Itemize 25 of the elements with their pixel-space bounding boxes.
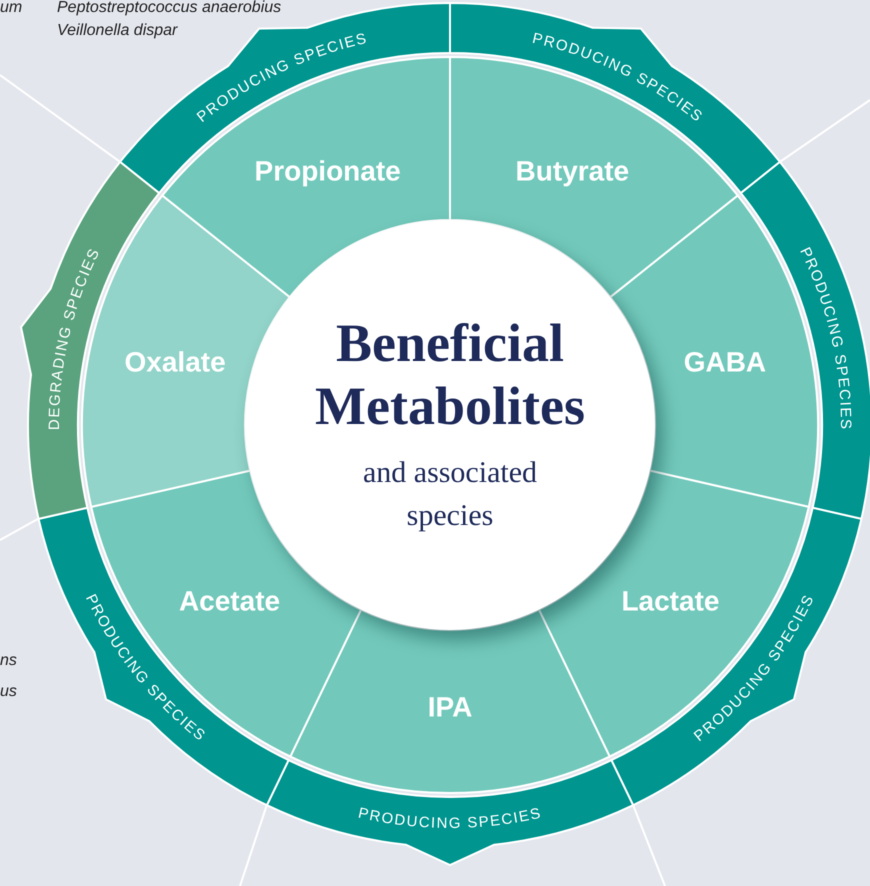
metabolite-label: GABA — [684, 346, 766, 378]
outer-band — [449, 2, 781, 194]
species-name: Veillonella dispar — [57, 22, 178, 40]
metabolite-label: Butyrate — [516, 155, 630, 186]
species-name: us — [0, 683, 17, 701]
band-label: PRODUCING SPECIES — [356, 804, 544, 832]
species-name: Peptostreptococcus anaerobius — [57, 0, 282, 17]
leader-line — [0, 518, 38, 541]
outer-band — [266, 759, 634, 866]
center-title: Beneficial Metabolites — [314, 312, 586, 437]
species-name: um — [0, 0, 22, 17]
center-subtitle: and associated species — [362, 454, 538, 534]
ring-segment — [289, 608, 611, 794]
outer-band — [38, 506, 290, 806]
leader-line — [780, 99, 870, 162]
leader-line — [0, 74, 120, 162]
metabolite-label: Lactate — [621, 585, 720, 616]
leader-line — [632, 806, 666, 886]
leader-line — [239, 806, 268, 886]
species-name: ns — [0, 652, 17, 670]
outer-band — [610, 506, 862, 806]
metabolite-label: Propionate — [254, 155, 401, 186]
metabolite-label: Oxalate — [124, 346, 226, 378]
metabolite-label: Acetate — [178, 585, 280, 616]
metabolite-label: IPA — [428, 692, 472, 722]
